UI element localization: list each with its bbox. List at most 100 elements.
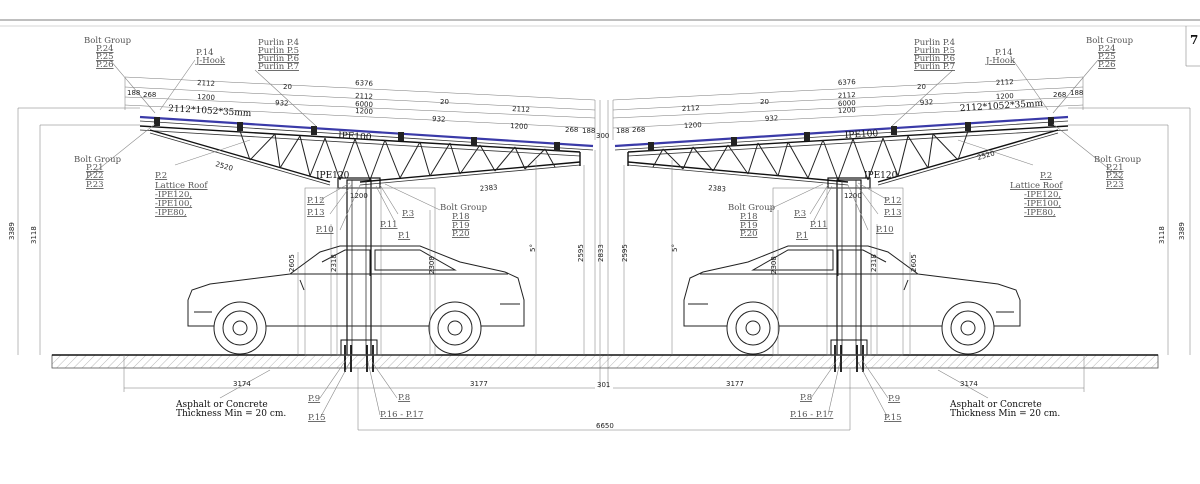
dim-932-a: 932 — [920, 98, 934, 107]
dim-6000: 6000 — [838, 99, 856, 108]
dim-1200-c: 1200 — [684, 121, 702, 130]
dim-2383: 2383 — [708, 184, 726, 194]
hook-label: P.14 J-Hook — [985, 48, 1016, 66]
ref-p15: P.15 — [884, 413, 902, 423]
dim-5deg: 5° — [671, 244, 679, 252]
dim-188-b: 188 — [582, 127, 595, 135]
dim-2595: 2595 — [577, 244, 585, 262]
dim-2520: 2520 — [214, 160, 233, 173]
bolt-group-side-label: Bolt Group P.21 P.22 P.23 — [1094, 155, 1144, 190]
ref-p8: P.8 — [800, 393, 812, 403]
dim-20-b: 20 — [760, 98, 769, 106]
dim-1200-c: 1200 — [510, 122, 528, 131]
purlin-label: Purlin P.4 Purlin P.5 Purlin P.6 Purlin … — [258, 38, 302, 72]
dim-1200-col: 1200 — [350, 192, 368, 200]
dim-2308: 2308 — [770, 256, 778, 274]
dim-2112-a: 2112 — [197, 79, 215, 88]
dim-3177: 3177 — [726, 380, 744, 388]
dim-2112-c: 2112 — [682, 104, 700, 113]
dim-6376: 6376 — [355, 79, 374, 88]
dim-3389: 3389 — [8, 222, 16, 240]
dim-2112-b: 2112 — [838, 91, 856, 100]
dim-2833: 2833 — [597, 244, 605, 262]
dim-301: 301 — [597, 381, 610, 389]
dim-20-b: 20 — [440, 98, 449, 106]
dim-1200-a: 1200 — [996, 92, 1014, 101]
carport-left — [17, 59, 596, 430]
dim-2112-c: 2112 — [512, 105, 530, 114]
dim-268: 268 — [1053, 91, 1066, 99]
center-dims: 300 2833 301 6650 — [358, 100, 850, 431]
bolt-group-col-label: Bolt Group P.18 P.19 P.20 — [440, 203, 490, 239]
dim-268-b: 268 — [565, 126, 578, 134]
dim-3174: 3174 — [960, 380, 978, 388]
corner-mark: 7 — [1190, 33, 1198, 47]
carport-right — [612, 59, 1191, 430]
dim-188: 188 — [127, 89, 140, 97]
dim-2605: 2605 — [288, 254, 296, 272]
ref-p9: P.9 — [308, 394, 320, 404]
dim-1200-b: 1200 — [355, 107, 373, 116]
panel-label: 2112*1052*35mm — [960, 99, 1044, 114]
ground-note: Asphalt or Concrete Thickness Min = 20 c… — [175, 400, 286, 419]
bolt-group-side-label: Bolt Group P.21 P.22 P.23 — [74, 155, 124, 190]
dim-2520: 2520 — [976, 149, 995, 162]
panel-label: 2112*1052*35mm — [168, 104, 252, 119]
dim-2383: 2383 — [479, 183, 497, 193]
ipe100-label: IPE100 — [338, 131, 372, 143]
ref-p9: P.9 — [888, 394, 900, 404]
dim-2318: 2318 — [870, 254, 878, 272]
ref-p10: P.10 — [876, 225, 894, 235]
car-left — [187, 245, 525, 355]
car-right — [683, 245, 1021, 355]
dim-2112-b: 2112 — [355, 92, 373, 101]
dim-2605: 2605 — [910, 254, 918, 272]
ref-p12: P.12 — [884, 196, 902, 206]
ref-p11: P.11 — [810, 220, 828, 230]
dim-268: 268 — [143, 91, 156, 99]
dim-5deg: 5° — [529, 244, 537, 252]
ground-note: Asphalt or Concrete Thickness Min = 20 c… — [949, 400, 1060, 419]
dim-6000: 6000 — [355, 100, 373, 109]
dim-2318: 2318 — [330, 254, 338, 272]
labels-left: Bolt Group P.24 P.25 P.26 P.14 J-Hook Pu… — [8, 36, 595, 423]
ref-p16-17: P.16 - P.17 — [380, 410, 423, 420]
dim-1200-a: 1200 — [197, 93, 215, 102]
dim-6376: 6376 — [838, 78, 857, 87]
bolt-group-top-label: Bolt Group P.24 P.25 P.26 — [1086, 36, 1136, 70]
ref-p3: P.3 — [402, 209, 414, 219]
lattice-label: P.2 Lattice Roof -IPE120, -IPE100, -IPE8… — [155, 171, 210, 218]
dim-2308: 2308 — [428, 256, 436, 274]
dim-300: 300 — [596, 132, 609, 140]
purlin-label: Purlin P.4 Purlin P.5 Purlin P.6 Purlin … — [914, 38, 958, 72]
dim-932-a: 932 — [275, 99, 289, 108]
dim-188: 188 — [1070, 89, 1083, 97]
dim-3118: 3118 — [30, 226, 38, 244]
ipe120-label: IPE120 — [316, 171, 350, 181]
dim-3177: 3177 — [470, 380, 488, 388]
dim-20-a: 20 — [917, 83, 926, 91]
hook-label: P.14 J-Hook — [195, 48, 226, 66]
dim-932-b: 932 — [765, 114, 779, 123]
ref-p13: P.13 — [884, 208, 902, 218]
dim-2595: 2595 — [621, 244, 629, 262]
ref-p3: P.3 — [794, 209, 806, 219]
ground-slab — [51, 354, 1159, 369]
dim-188-b: 188 — [616, 127, 629, 135]
dim-3118: 3118 — [1158, 226, 1166, 244]
ref-p12: P.12 — [307, 196, 325, 206]
ref-p8: P.8 — [398, 393, 410, 403]
dim-2112-a: 2112 — [996, 78, 1014, 87]
page-frame: 7 — [0, 19, 1200, 67]
ref-p16-17: P.16 - P.17 — [790, 410, 833, 420]
dim-1200-col: 1200 — [844, 192, 862, 200]
dim-3174: 3174 — [233, 380, 251, 388]
lattice-label: P.2 Lattice Roof -IPE120, -IPE100, -IPE8… — [1010, 171, 1065, 218]
bolt-group-top-label: Bolt Group P.24 P.25 P.26 — [84, 36, 134, 70]
dim-3389: 3389 — [1178, 222, 1186, 240]
ref-p11: P.11 — [380, 220, 398, 230]
ref-p15: P.15 — [308, 413, 326, 423]
dim-932-b: 932 — [432, 115, 446, 124]
ipe120-label: IPE120 — [864, 171, 898, 181]
